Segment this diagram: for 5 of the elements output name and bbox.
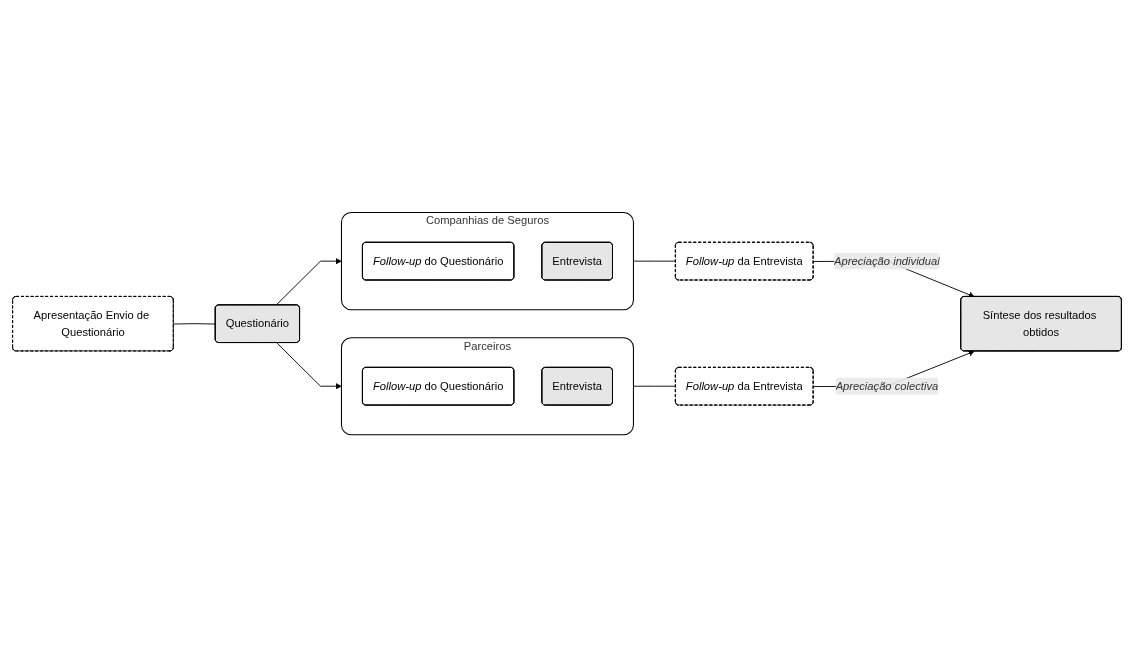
connector bbox=[633, 260, 676, 262]
connector bbox=[173, 323, 216, 325]
edge-label: Apreciação individual bbox=[834, 254, 940, 267]
connector bbox=[633, 385, 676, 387]
edge-label: Apreciação colectiva bbox=[835, 379, 939, 392]
